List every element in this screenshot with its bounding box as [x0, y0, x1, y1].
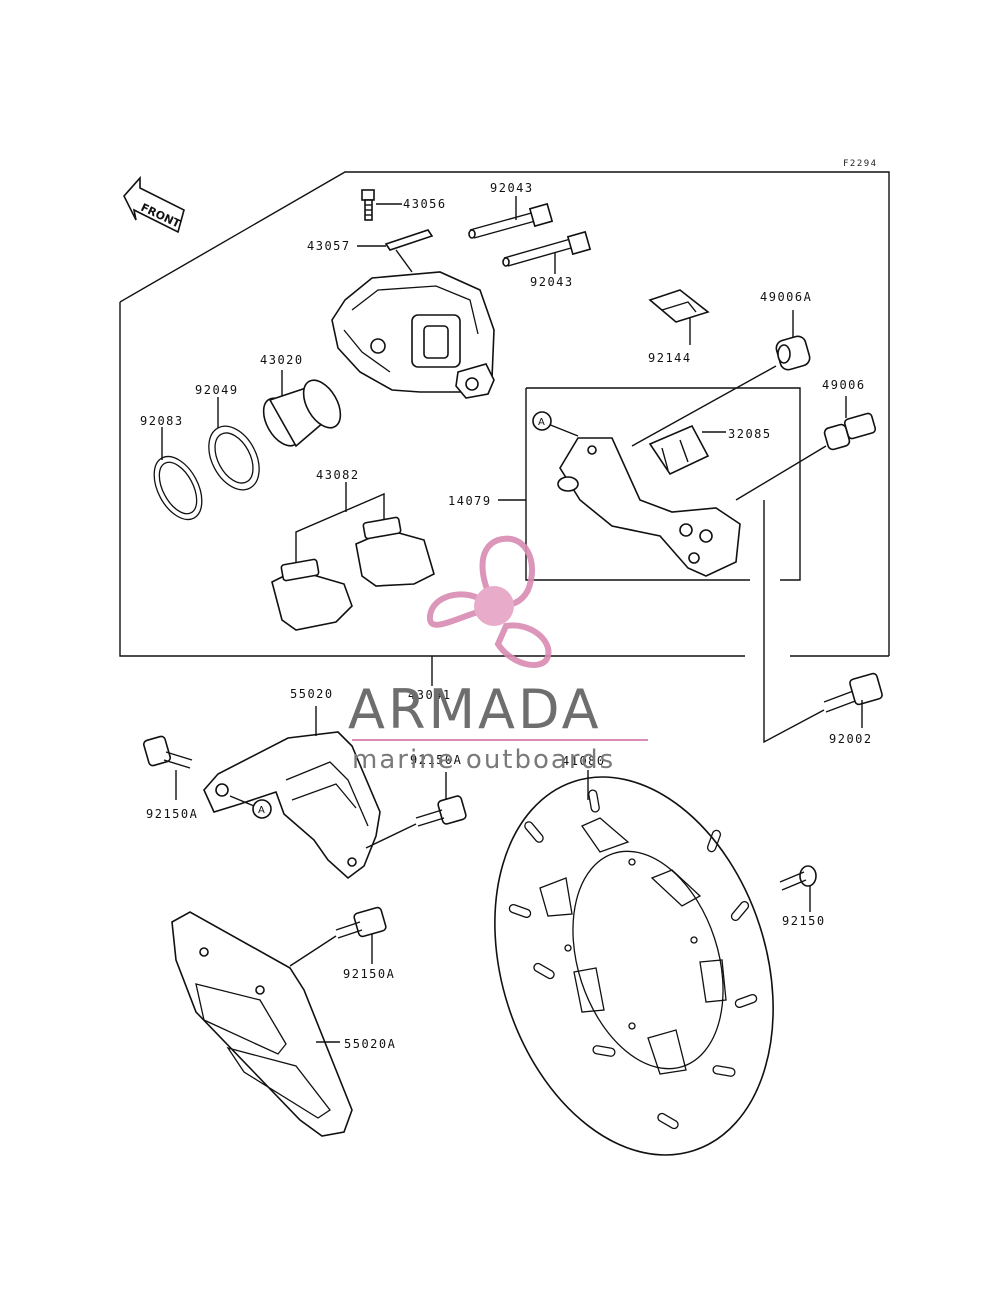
bolt-92002	[763, 500, 883, 744]
cap-43057	[357, 229, 434, 273]
disc-hub-cutouts	[539, 817, 727, 1075]
brake-pads-43082	[271, 482, 435, 631]
label-92150A-left: 92150A	[146, 807, 198, 821]
caliper-bracket-14079: A	[532, 411, 741, 577]
label-92002: 92002	[829, 732, 873, 746]
reference-code: F2294	[843, 159, 878, 169]
disc-cooling-slots	[508, 789, 758, 1130]
disc-guard-55020A	[171, 911, 353, 1137]
piston-43020	[262, 370, 342, 448]
assembly-frame	[119, 171, 890, 657]
label-32085: 32085	[728, 427, 772, 441]
bolt-92150A-lower	[289, 906, 387, 967]
label-92083: 92083	[140, 414, 184, 428]
label-55020A: 55020A	[344, 1037, 396, 1051]
label-43057: 43057	[307, 239, 351, 253]
label-92150A-lower: 92150A	[343, 967, 395, 981]
label-41080: 41080	[562, 754, 606, 768]
label-43082: 43082	[316, 468, 360, 482]
propeller-logo-icon	[426, 535, 552, 668]
label-49006: 49006	[822, 378, 866, 392]
screw-92150	[779, 865, 817, 912]
callout-marker-upper: A	[538, 417, 545, 428]
armada-watermark: ARMADA marine outboards	[348, 535, 648, 775]
bolt-92150A-middle	[365, 772, 467, 849]
pad-holder-32085	[648, 424, 726, 476]
boot-49006A	[631, 310, 811, 447]
label-92043-upper: 92043	[490, 181, 534, 195]
caliper-pin-92043-upper	[468, 196, 554, 239]
pad-spring-92144	[648, 289, 710, 345]
watermark-tagline: marine outboards	[352, 745, 615, 775]
label-43041: 43041	[408, 688, 452, 702]
part-labels: 43056 92043 43057 92043 49006A 92144 430…	[140, 181, 873, 1051]
caliper-pin-92043-lower	[502, 230, 592, 274]
label-55020: 55020	[290, 687, 334, 701]
label-92150: 92150	[782, 914, 826, 928]
boot-49006	[735, 396, 877, 501]
caliper-body-43041	[331, 271, 495, 399]
dust-seal-92083	[153, 427, 203, 521]
callout-marker-lower: A	[258, 805, 265, 816]
bracket-assembly-box	[498, 387, 801, 581]
watermark-brand: ARMADA	[348, 678, 602, 741]
label-14079: 14079	[448, 494, 492, 508]
bolt-92150A-left	[142, 735, 193, 800]
bleeder-valve-43056	[361, 189, 402, 221]
brake-disc-41080	[494, 770, 774, 1156]
label-92049: 92049	[195, 383, 239, 397]
front-arrow-icon: FRONT	[123, 175, 185, 234]
label-92144: 92144	[648, 351, 692, 365]
piston-seal-92049	[208, 397, 260, 491]
label-92043-lower: 92043	[530, 275, 574, 289]
mounting-bracket-55020: A	[203, 706, 381, 880]
label-43020: 43020	[260, 353, 304, 367]
label-49006A: 49006A	[760, 290, 812, 304]
label-43056: 43056	[403, 197, 447, 211]
label-92150A-middle: 92150A	[410, 753, 462, 767]
